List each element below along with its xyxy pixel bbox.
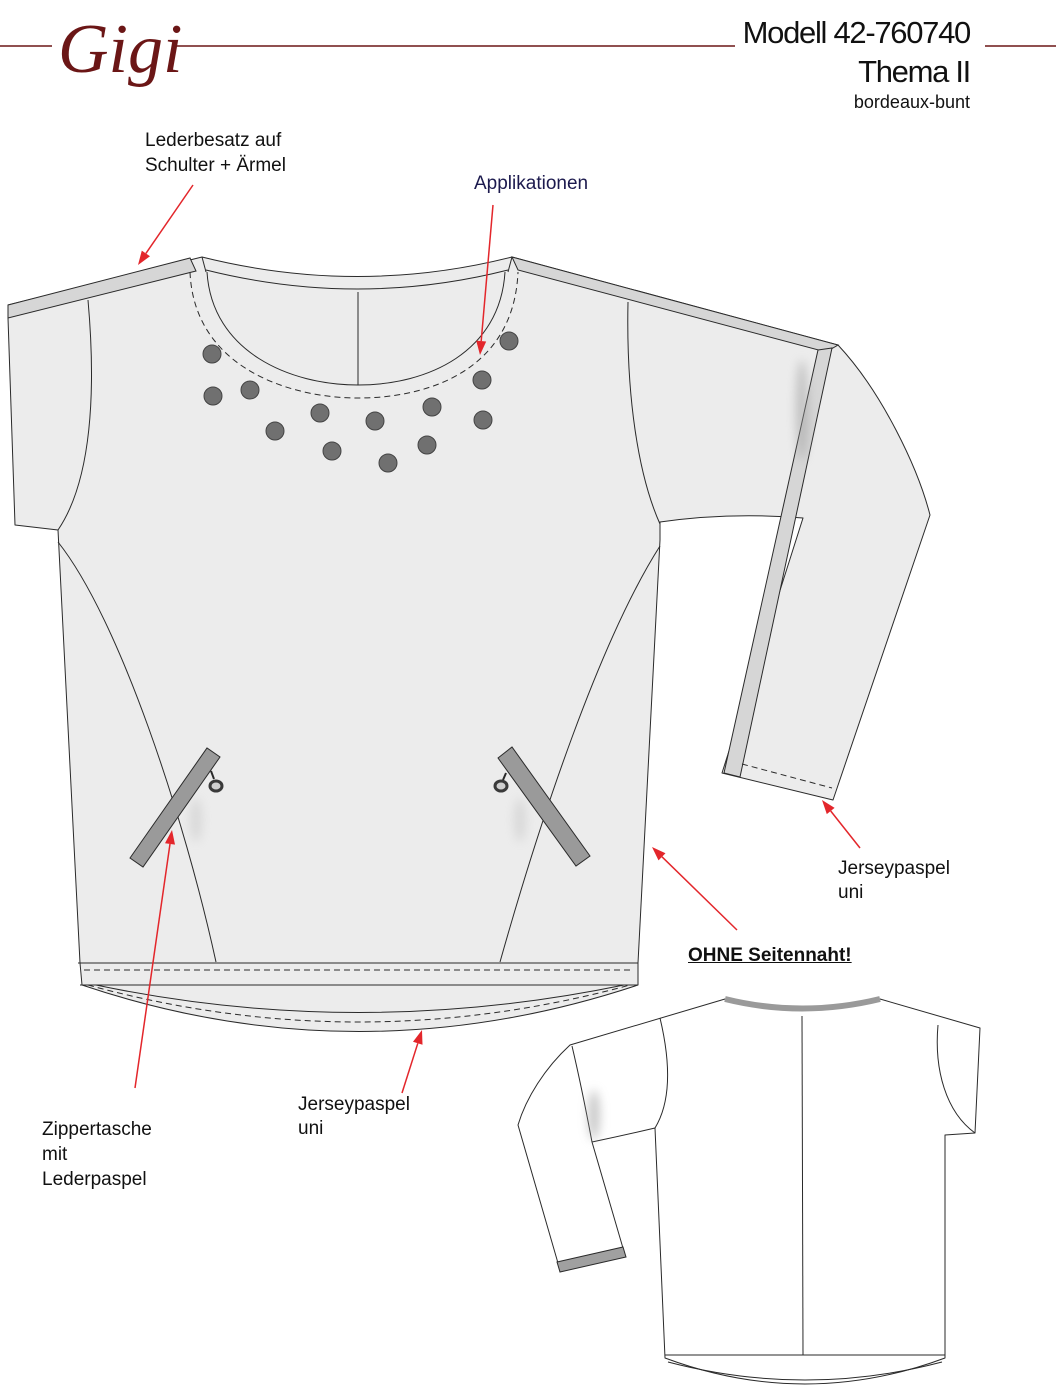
back-cuff-band bbox=[556, 1246, 627, 1273]
arrowhead-appliques bbox=[476, 340, 487, 355]
center-back-seam bbox=[801, 1015, 804, 1356]
label-zip-pocket-line2: mit bbox=[42, 1144, 68, 1165]
applique-dot bbox=[240, 380, 260, 400]
zip-pocket-right bbox=[497, 746, 591, 867]
brand-logo: Gigi bbox=[58, 11, 182, 88]
armhole-left bbox=[57, 299, 92, 531]
arrowhead-leather-trim bbox=[138, 250, 150, 265]
pocket-shading-right bbox=[514, 798, 526, 842]
applique-dot bbox=[422, 397, 442, 417]
applique-dot bbox=[202, 344, 222, 364]
zip-pull-right bbox=[493, 779, 509, 793]
applique-dot bbox=[473, 410, 493, 430]
back-hem-band-line bbox=[95, 984, 625, 1013]
neckline-topstitch bbox=[189, 271, 519, 399]
princess-seam-right bbox=[499, 545, 661, 963]
back-armhole-right bbox=[936, 1024, 976, 1134]
zip-pull-left-link bbox=[210, 770, 215, 780]
arrowhead-hem-piping bbox=[413, 1030, 423, 1045]
back-view bbox=[517, 996, 981, 1385]
applique-dot bbox=[472, 370, 492, 390]
sleeve-shading bbox=[796, 360, 808, 460]
applique-dot bbox=[417, 435, 437, 455]
cuff-topstitch bbox=[741, 763, 833, 789]
applique-dot bbox=[365, 411, 385, 431]
arrowhead-zip-pocket bbox=[165, 830, 175, 845]
label-cuff-piping-line2: uni bbox=[838, 882, 864, 903]
pocket-shading-left bbox=[190, 798, 202, 842]
back-silhouette bbox=[517, 998, 981, 1385]
label-appliques: Applikationen bbox=[474, 173, 589, 194]
label-no-side-seam: OHNE Seitennaht! bbox=[688, 945, 852, 966]
theme-title: Thema II bbox=[858, 54, 971, 89]
zip-pull-left bbox=[208, 779, 224, 793]
back-neckband bbox=[724, 996, 881, 1012]
back-sleeve-shading bbox=[588, 1090, 600, 1140]
applique-dots bbox=[202, 331, 519, 473]
neckband-inner-line bbox=[205, 269, 509, 290]
armhole-right bbox=[627, 301, 661, 525]
leather-trim-left-shoulder bbox=[7, 257, 197, 319]
back-armhole-left bbox=[654, 1017, 669, 1129]
annotation-arrows bbox=[134, 184, 861, 1094]
label-hem-piping-line2: uni bbox=[298, 1118, 324, 1139]
applique-dot bbox=[265, 421, 285, 441]
arrowhead-cuff-piping bbox=[822, 800, 835, 815]
princess-seam-left bbox=[57, 541, 217, 963]
arrow-appliques bbox=[480, 204, 494, 342]
front-silhouette bbox=[7, 256, 931, 1032]
applique-dot bbox=[378, 453, 398, 473]
shoulder-seam-right bbox=[507, 256, 513, 273]
arrowhead-no-side-seam bbox=[652, 847, 666, 861]
model-number: Modell 42-760740 bbox=[742, 15, 972, 50]
arrow-cuff-piping bbox=[830, 810, 861, 849]
back-hem-band-inner bbox=[667, 1361, 943, 1381]
shoulder-seam-left bbox=[201, 256, 207, 273]
colorway: bordeaux-bunt bbox=[853, 92, 970, 112]
label-hem-piping-line1: Jerseypaspel bbox=[298, 1094, 410, 1115]
label-leather-trim-line2: Schulter + Ärmel bbox=[145, 155, 286, 176]
arrow-zip-pocket bbox=[134, 843, 171, 1089]
zip-pull-right-link bbox=[502, 772, 507, 781]
arrow-hem-piping bbox=[401, 1043, 419, 1094]
arrow-no-side-seam bbox=[661, 856, 738, 931]
arrow-leather-trim bbox=[145, 184, 194, 254]
label-leather-trim-line1: Lederbesatz auf bbox=[145, 130, 282, 151]
leather-trim-sleeve bbox=[723, 347, 833, 778]
label-zip-pocket-line3: Lederpaspel bbox=[42, 1169, 147, 1190]
front-view bbox=[7, 256, 931, 1032]
label-cuff-piping-line1: Jerseypaspel bbox=[838, 858, 950, 879]
applique-dot bbox=[322, 441, 342, 461]
label-zip-pocket-line1: Zippertasche bbox=[42, 1119, 152, 1140]
applique-dot bbox=[310, 403, 330, 423]
back-hem-topstitch bbox=[87, 984, 631, 1023]
applique-dot bbox=[499, 331, 519, 351]
zip-pocket-left bbox=[129, 747, 221, 868]
applique-dot bbox=[203, 386, 223, 406]
